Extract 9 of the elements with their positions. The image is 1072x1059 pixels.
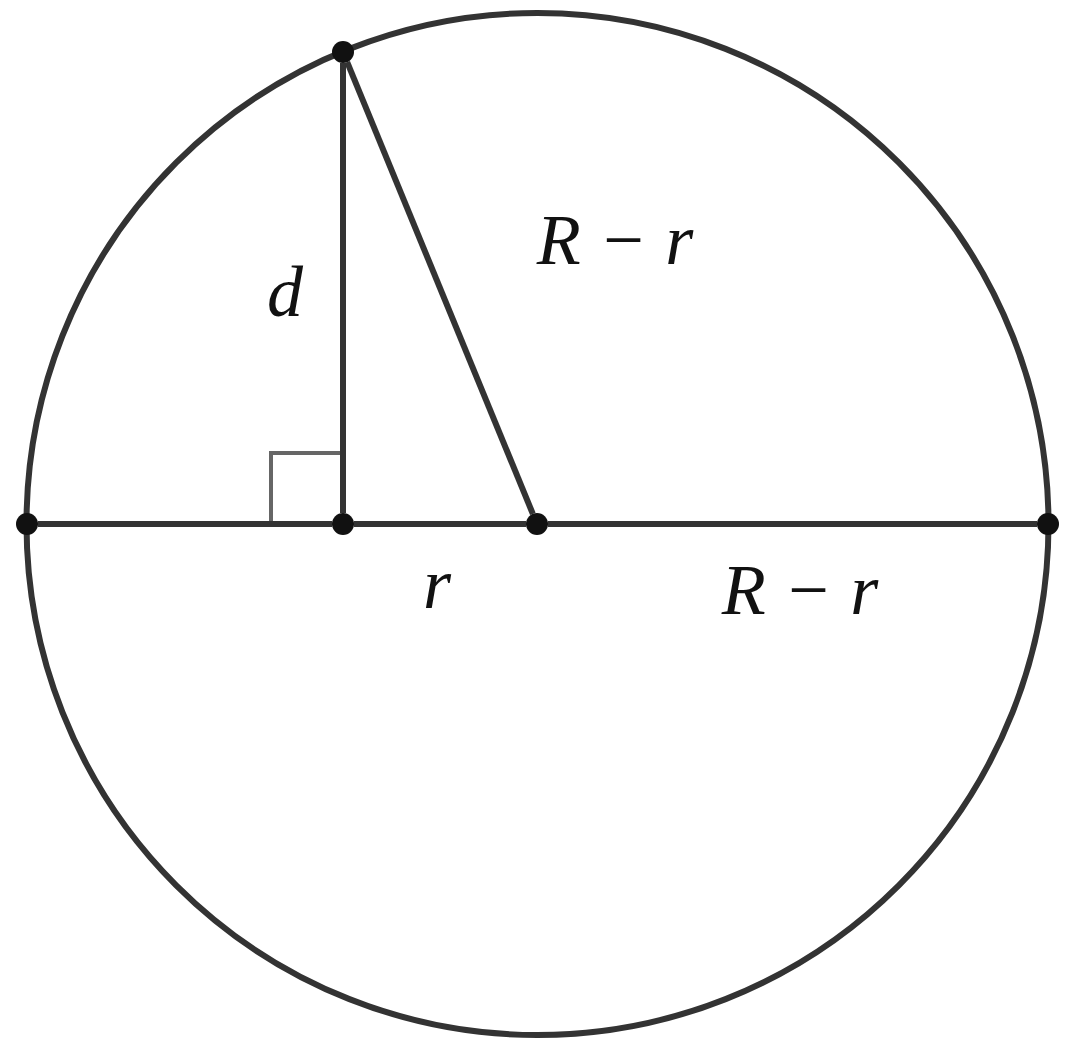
edge-label: d xyxy=(267,256,303,328)
line-segment xyxy=(38,521,332,527)
edge-label: R − r xyxy=(721,554,879,626)
line-segment xyxy=(354,521,526,527)
line-segment xyxy=(548,521,1037,527)
line-segment xyxy=(340,63,346,513)
edge-label: r xyxy=(423,548,451,620)
edge-label: R − r xyxy=(536,204,694,276)
line-segment xyxy=(344,61,536,515)
